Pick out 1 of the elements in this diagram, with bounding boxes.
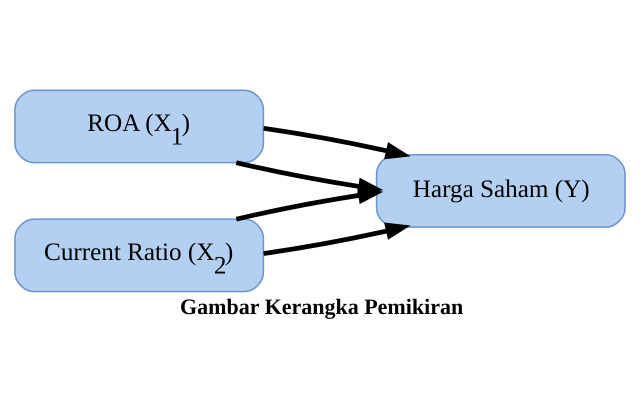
caption: Gambar Kerangka Pemikiran: [180, 293, 464, 318]
